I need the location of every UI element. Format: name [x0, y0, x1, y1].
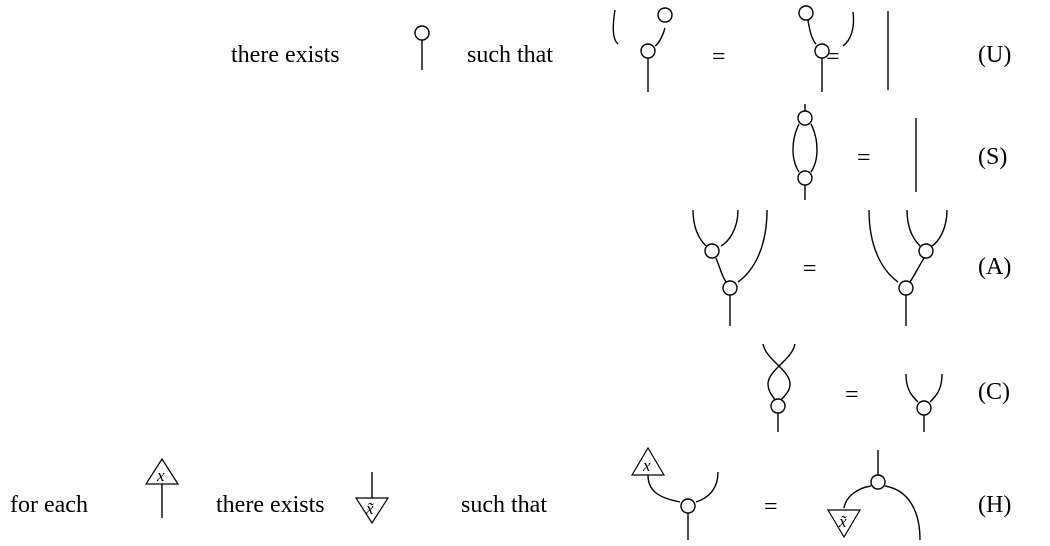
h-lhs-diagram: x [630, 446, 719, 540]
a-equals: = [803, 256, 817, 282]
c-rhs-diagram [905, 373, 943, 432]
equation-label-s: (S) [978, 144, 1008, 170]
h-equals: = [764, 494, 778, 520]
a-rhs-diagram [868, 209, 948, 326]
h-for-each-text: for each [10, 492, 88, 518]
h-lhs-x-symbol: x [642, 456, 651, 475]
a-lhs-diagram [692, 209, 768, 326]
x-state-triangle: x [144, 457, 180, 518]
u-such-that-text: such that [467, 42, 553, 68]
x-tilde-symbol: x̃ [365, 499, 374, 518]
u-lhs-diagram [612, 7, 673, 92]
h-there-exists-text: there exists [216, 492, 325, 518]
c-lhs-diagram [762, 343, 796, 432]
u-equals-1: = [712, 44, 726, 70]
x-tilde-effect-triangle: x̃ [354, 472, 390, 525]
h-rhs-diagram: x̃ [826, 450, 921, 541]
unit-symbol [414, 25, 430, 70]
x-symbol: x [156, 466, 165, 485]
c-equals: = [845, 382, 859, 408]
equation-label-c: (C) [978, 379, 1010, 405]
s-equals: = [857, 145, 871, 171]
h-such-that-text: such that [461, 492, 547, 518]
h-rhs-x-tilde-symbol: x̃ [838, 512, 847, 531]
equation-label-h: (H) [978, 492, 1012, 518]
u-mid-diagram [798, 5, 855, 92]
equation-label-a: (A) [978, 254, 1012, 280]
u-there-exists-text: there exists [231, 42, 340, 68]
equation-label-u: (U) [978, 42, 1012, 68]
s-lhs-diagram [792, 104, 818, 200]
